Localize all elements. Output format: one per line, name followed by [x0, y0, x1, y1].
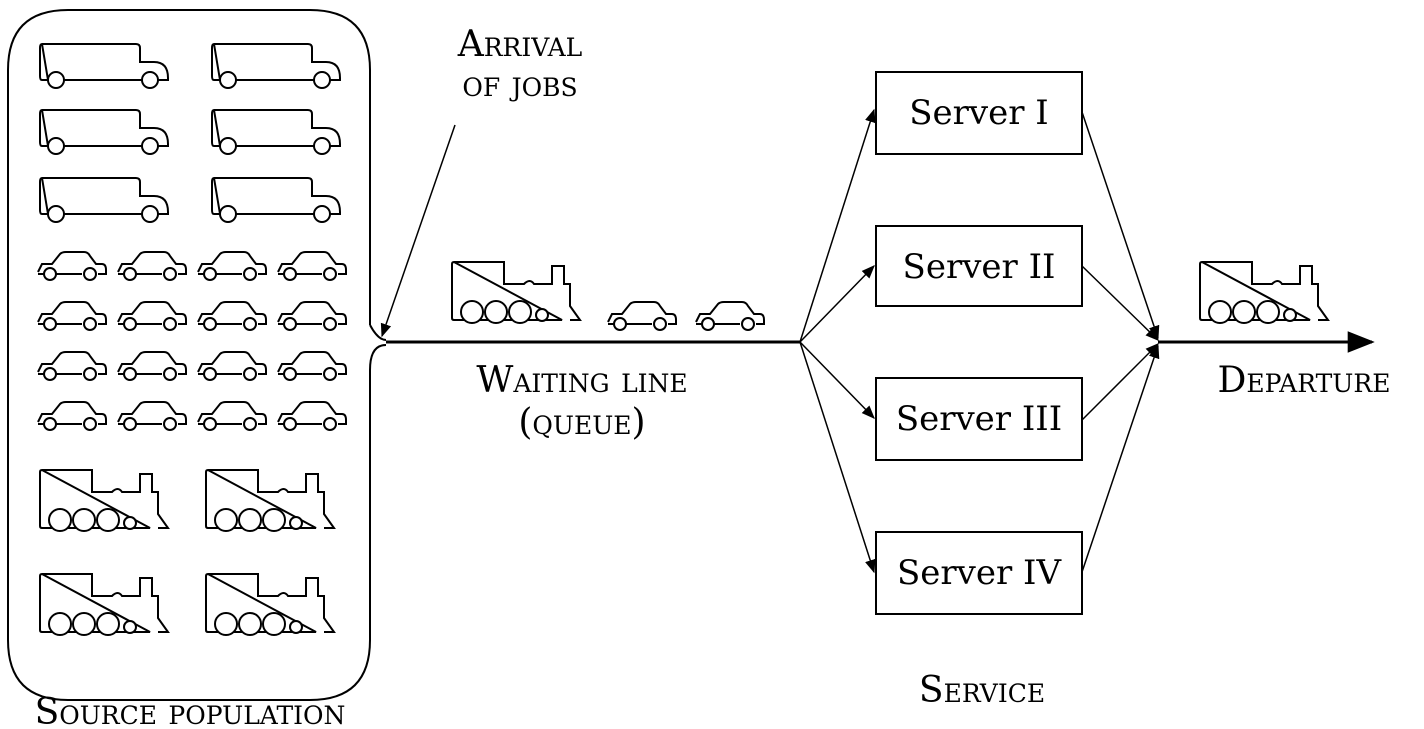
car-icon	[695, 301, 765, 331]
car-icon	[277, 401, 347, 431]
train-icon	[451, 261, 581, 324]
arrow-to-server-2	[799, 265, 875, 343]
servers: Server I Server II Server III Server IV	[875, 71, 1083, 615]
dispatch-arrows	[799, 108, 876, 574]
arrow-from-server-4	[1081, 344, 1160, 573]
car-icon	[37, 401, 107, 431]
car-icon	[277, 251, 347, 281]
car-icon	[37, 251, 107, 281]
car-icon	[197, 351, 267, 381]
car-icon	[117, 401, 187, 431]
merge-arrows	[1081, 111, 1160, 573]
car-icon	[197, 251, 267, 281]
car-icon	[197, 301, 267, 331]
server-label: Server I	[909, 93, 1049, 133]
arrow-to-server-3	[799, 341, 875, 419]
bus-icon	[211, 109, 341, 155]
bus-icon	[211, 43, 341, 89]
arrow-from-server-3	[1081, 343, 1159, 421]
car-icon	[117, 351, 187, 381]
train-icon	[1199, 261, 1329, 324]
bus-icon	[39, 109, 169, 155]
car-icon	[277, 301, 347, 331]
arrival-label: of jobs	[462, 64, 577, 105]
server-label: Server IV	[897, 553, 1062, 593]
server-label: Server II	[903, 247, 1056, 287]
car-icon	[607, 301, 677, 331]
car-icon	[117, 251, 187, 281]
arrow-to-server-1	[799, 108, 876, 343]
arrow-to-server-4	[799, 341, 876, 574]
bus-icon	[39, 43, 169, 89]
arrival-arrow	[380, 124, 456, 338]
car-icon	[117, 301, 187, 331]
queue-items	[451, 261, 765, 331]
server-box-4	[875, 531, 1083, 615]
arrow-from-server-2	[1081, 265, 1159, 341]
source-population-box	[7, 9, 387, 701]
waiting-line-label: (queue)	[518, 402, 645, 443]
arrival-label: Arrival	[457, 24, 583, 65]
train-icon	[39, 573, 169, 636]
train-icon	[39, 469, 169, 532]
source-population-label: Source population	[35, 692, 346, 729]
train-icon	[205, 469, 335, 532]
car-icon	[197, 401, 267, 431]
car-icon	[37, 301, 107, 331]
departure-label: Departure	[1218, 360, 1391, 401]
bus-icon	[39, 177, 169, 223]
train-icon	[205, 573, 335, 636]
car-icon	[37, 351, 107, 381]
service-label: Service	[919, 670, 1045, 711]
server-label: Server III	[896, 399, 1062, 439]
bus-icon	[211, 177, 341, 223]
arrow-from-server-1	[1081, 111, 1160, 340]
waiting-line-label: Waiting line	[476, 360, 687, 401]
source-vehicles	[37, 43, 347, 636]
car-icon	[277, 351, 347, 381]
